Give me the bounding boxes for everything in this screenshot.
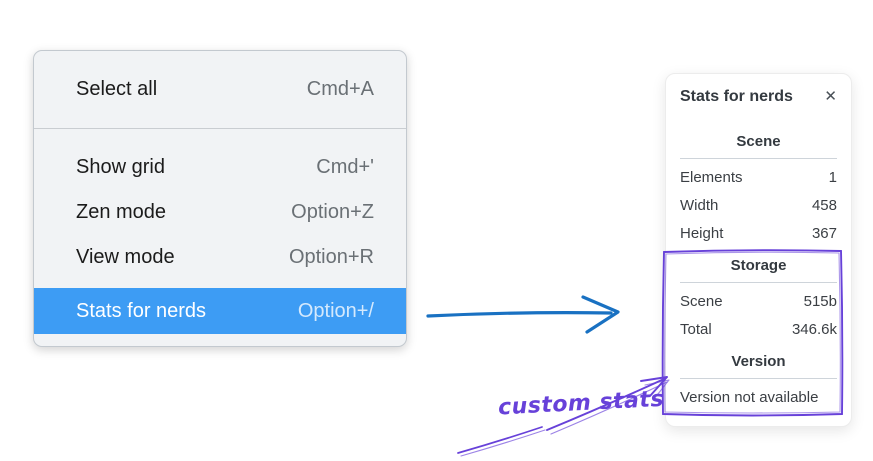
stat-row-scene-storage: Scene 515b (680, 288, 837, 316)
close-icon[interactable]: ✕ (824, 88, 837, 105)
menu-item-shortcut: Option+Z (291, 201, 374, 223)
menu-to-panel-arrow (426, 311, 613, 318)
stat-value: 346.6k (791, 321, 837, 338)
menu-item-zen-mode[interactable]: Zen mode Option+Z (34, 190, 406, 235)
stats-panel-header: Stats for nerds ✕ (680, 86, 837, 108)
stat-label: Total (680, 321, 712, 338)
section-heading-version: Version (731, 353, 786, 370)
menu-item-shortcut: Cmd+' (316, 156, 374, 178)
menu-item-label: Stats for nerds (76, 299, 207, 322)
stats-panel: Stats for nerds ✕ Scene Elements 1 Width… (665, 73, 852, 427)
annotation-line (457, 426, 543, 454)
stat-label: Scene (680, 293, 723, 310)
stats-panel-title: Stats for nerds (680, 88, 793, 105)
section-heading-scene: Scene (736, 133, 781, 150)
section-rule (680, 158, 837, 159)
menu-item-label: Zen mode (76, 201, 167, 223)
menu-item-label: Select all (76, 78, 158, 100)
annotation-label: custom stats (497, 386, 665, 421)
stat-row-height: Height 367 (680, 220, 837, 248)
stat-label: Height (680, 225, 724, 242)
menu-section-bottom: Show grid Cmd+' Zen mode Option+Z View m… (34, 129, 406, 334)
section-rule (680, 378, 837, 379)
menu-item-shortcut: Option+/ (297, 299, 374, 322)
section-rule (680, 282, 837, 283)
stat-value: 367 (811, 225, 837, 242)
stat-row-total-storage: Total 346.6k (680, 316, 837, 344)
section-heading-storage: Storage (730, 257, 787, 274)
stat-value: 1 (828, 169, 837, 186)
stat-value: 515b (803, 293, 837, 310)
menu-item-view-mode[interactable]: View mode Option+R (34, 235, 406, 280)
menu-divider (34, 128, 406, 129)
annotation-line-sketch (460, 429, 546, 457)
stat-value: 458 (811, 197, 837, 214)
version-note: Version not available (680, 389, 819, 406)
stat-label: Width (680, 197, 719, 214)
menu-section-top: Select all Cmd+A (34, 51, 406, 128)
menu-to-panel-arrowhead (581, 295, 620, 334)
context-menu: Select all Cmd+A Show grid Cmd+' Zen mod… (33, 50, 407, 347)
stat-row-elements: Elements 1 (680, 164, 837, 192)
menu-item-shortcut: Option+R (288, 246, 374, 268)
menu-item-label: Show grid (76, 156, 165, 178)
menu-item-shortcut: Cmd+A (306, 78, 374, 100)
stat-label: Elements (680, 169, 743, 186)
menu-item-stats-for-nerds[interactable]: Stats for nerds Option+/ (34, 288, 406, 334)
menu-item-label: View mode (76, 246, 175, 268)
menu-item-select-all[interactable]: Select all Cmd+A (34, 67, 406, 112)
stat-row-width: Width 458 (680, 192, 837, 220)
menu-item-show-grid[interactable]: Show grid Cmd+' (34, 145, 406, 190)
